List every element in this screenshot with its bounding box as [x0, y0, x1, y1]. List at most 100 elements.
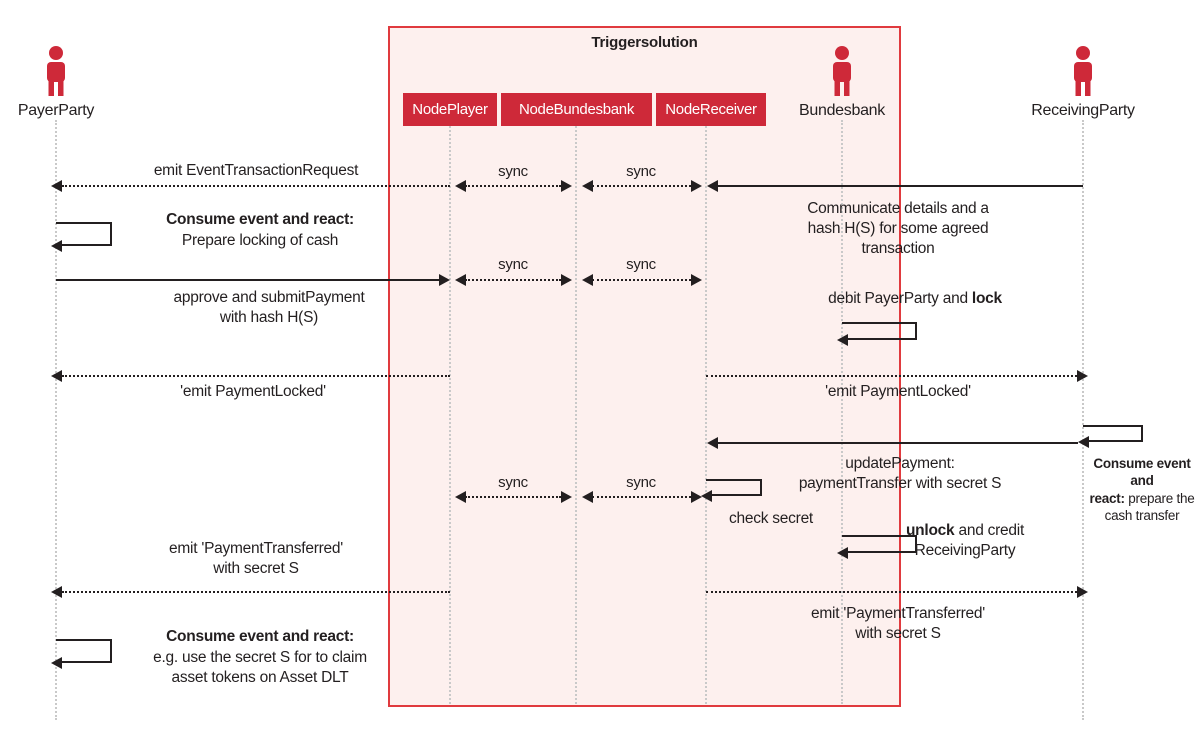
selfloop-top-bar: [56, 639, 112, 641]
selfloop-bottom-bar: [1083, 440, 1143, 442]
selfloop-check-secret: [706, 479, 762, 496]
selfloop-right-bar: [110, 222, 112, 246]
arrowhead-sync-2-left: [582, 180, 593, 192]
arrowhead-sync-3-left: [455, 274, 466, 286]
message-line-emit-event-transaction-request: [62, 185, 450, 187]
arrowhead-sync-6-left: [582, 491, 593, 503]
message-line-emit-paymenttransferred-left: [62, 591, 450, 593]
selfloop-bottom-bar: [56, 244, 112, 246]
person-icon: [47, 46, 65, 96]
message-line-sync-1: [465, 185, 561, 187]
sync-label-5: sync: [498, 474, 528, 491]
arrowhead-emit-paymenttransferred-left: [51, 586, 62, 598]
unlock-keyword: unlock: [905, 522, 955, 539]
message-label-communicate-details: Communicate details and a hash H(S) for …: [807, 200, 989, 257]
sync-label-6: sync: [626, 474, 656, 491]
message-label-emit-paymentlocked-left: 'emit PaymentLocked': [180, 383, 326, 400]
message-label-unlock-credit-receivingparty: unlock and credit ReceivingParty: [855, 521, 1075, 561]
sync-label-3: sync: [498, 256, 528, 273]
message-label-claim-tokens-line1: Consume event and react:: [166, 628, 354, 645]
actor-label-payerparty: PayerParty: [17, 102, 95, 119]
message-line-communicate-details: [718, 185, 1083, 187]
actor-receivingparty: ReceivingParty: [1031, 45, 1135, 119]
lifeline-nodebundesbank: [575, 126, 577, 704]
selfloop-bottom-bar: [706, 494, 762, 496]
message-label-check-secret: check secret: [728, 510, 813, 527]
selfloop-bottom-bar: [842, 551, 917, 553]
selfloop-top-bar: [842, 322, 917, 324]
selfloop-debit-payerparty-lock: [842, 322, 917, 340]
message-label-emit-paymenttransferred-left: emit 'PaymentTransferred' with secret S: [169, 540, 343, 577]
message-label-emit-paymenttransferred-right: emit 'PaymentTransferred' with secret S: [811, 605, 985, 642]
message-label-approve-submit-payment: approve and submitPayment with hash H(S): [173, 289, 365, 326]
lifeline-nodereceiver: [705, 126, 707, 704]
message-line-sync-2: [592, 185, 691, 187]
selfloop-prepare-locking-of-cash: [56, 222, 112, 246]
message-label-consume-prepare-cash-transfer: Consume event and react: prepare the cas…: [1086, 455, 1198, 524]
message-label-prepare-locking-line1: Consume event and react:: [166, 211, 354, 228]
person-icon: [1074, 46, 1092, 96]
triggersolution-frame: [388, 26, 901, 707]
arrowhead-prepare-locking-of-cash: [51, 240, 62, 252]
message-line-sync-6: [592, 496, 691, 498]
message-line-emit-paymentlocked-right: [706, 375, 1077, 377]
message-line-emit-paymenttransferred-right: [706, 591, 1077, 593]
sync-label-1: sync: [498, 163, 528, 180]
lifeline-payer: [55, 120, 57, 720]
person-icon: [833, 46, 851, 96]
message-line-approve-submit-payment: [56, 279, 439, 281]
triggersolution-title: Triggersolution: [591, 34, 698, 51]
arrowhead-emit-event-transaction-request: [51, 180, 62, 192]
arrowhead-sync-1-right: [561, 180, 572, 192]
message-line-update-payment: [718, 442, 1078, 444]
actor-label-receivingparty: ReceivingParty: [1031, 102, 1135, 119]
selfloop-claim-asset-tokens: [56, 639, 112, 663]
selfloop-right-bar: [110, 639, 112, 663]
message-label-claim-tokens-rest: e.g. use the secret S for to claim asset…: [153, 649, 367, 686]
arrowhead-sync-3-right: [561, 274, 572, 286]
actor-bundesbank: Bundesbank: [799, 45, 885, 119]
arrowhead-sync-1-left: [455, 180, 466, 192]
message-label-emit-paymentlocked-right: 'emit PaymentLocked': [825, 383, 971, 400]
node-box-nodebundesbank[interactable]: NodeBundesbank: [501, 93, 652, 126]
arrowhead-sync-2-right: [691, 180, 702, 192]
arrowhead-sync-4-right: [691, 274, 702, 286]
message-label-emit-event-transaction-request: emit EventTransactionRequest: [153, 162, 359, 179]
selfloop-bottom-bar: [842, 338, 917, 340]
selfloop-top-bar: [1083, 425, 1143, 427]
arrowhead-check-secret: [701, 490, 712, 502]
lock-keyword: lock: [971, 290, 1002, 307]
selfloop-bottom-bar: [56, 661, 112, 663]
selfloop-consume-prepare-cash-transfer: [1083, 425, 1143, 442]
arrowhead-sync-5-right: [561, 491, 572, 503]
unlock-rest-part: and credit ReceivingParty: [914, 522, 1025, 559]
arrowhead-sync-6-right: [691, 491, 702, 503]
consume-rest-part: prepare the cash transfer: [1104, 490, 1195, 523]
sync-label-2: sync: [626, 163, 656, 180]
lifeline-receivingparty: [1082, 120, 1084, 720]
message-line-sync-4: [592, 279, 691, 281]
arrowhead-update-payment: [707, 437, 718, 449]
message-label-debit-payerparty-lock: debit PayerParty and lock: [790, 289, 1040, 309]
arrowhead-emit-paymenttransferred-right: [1077, 586, 1088, 598]
arrowhead-sync-4-left: [582, 274, 593, 286]
selfloop-right-bar: [760, 479, 762, 496]
lifeline-bundesbank: [841, 120, 843, 704]
selfloop-top-bar: [56, 222, 112, 224]
arrowhead-approve-submit-payment: [439, 274, 450, 286]
debit-text: debit PayerParty and: [828, 290, 972, 307]
message-label-prepare-locking-line2: Prepare locking of cash: [181, 232, 339, 249]
actor-label-bundesbank: Bundesbank: [799, 102, 885, 119]
consume-bold-part: Consume event and react:: [1089, 456, 1191, 506]
arrowhead-sync-5-left: [455, 491, 466, 503]
selfloop-top-bar: [842, 535, 917, 537]
arrowhead-claim-asset-tokens: [51, 657, 62, 669]
lifeline-nodeplayer: [449, 126, 451, 704]
sync-label-4: sync: [626, 256, 656, 273]
selfloop-top-bar: [706, 479, 762, 481]
arrowhead-emit-paymentlocked-left: [51, 370, 62, 382]
actor-payerparty: PayerParty: [18, 45, 94, 119]
selfloop-unlock-credit: [842, 535, 917, 553]
node-box-nodeplayer[interactable]: NodePlayer: [403, 93, 497, 126]
node-box-nodereceiver[interactable]: NodeReceiver: [656, 93, 766, 126]
